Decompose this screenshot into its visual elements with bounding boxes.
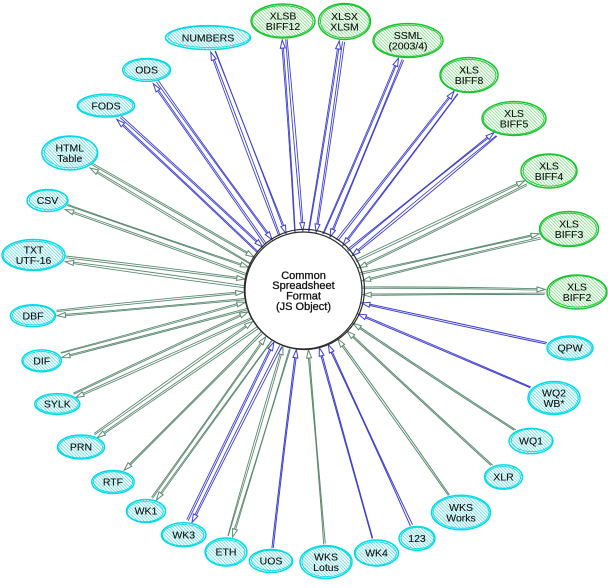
svg-text:SSML: SSML bbox=[394, 30, 423, 42]
svg-text:Format: Format bbox=[286, 291, 321, 303]
svg-text:CSV: CSV bbox=[37, 195, 59, 207]
svg-text:ODS: ODS bbox=[135, 65, 158, 77]
svg-text:XLSM: XLSM bbox=[330, 22, 359, 34]
svg-text:XLSX: XLSX bbox=[331, 11, 358, 23]
svg-text:BIFF4: BIFF4 bbox=[535, 171, 564, 183]
svg-text:ETH: ETH bbox=[216, 547, 237, 559]
svg-text:FODS: FODS bbox=[91, 100, 120, 112]
svg-text:QPW: QPW bbox=[557, 343, 582, 355]
svg-text:123: 123 bbox=[408, 533, 426, 545]
svg-text:SYLK: SYLK bbox=[44, 399, 71, 411]
svg-text:(JS Object): (JS Object) bbox=[276, 301, 331, 313]
svg-text:UTF-16: UTF-16 bbox=[16, 255, 52, 267]
svg-text:BIFF12: BIFF12 bbox=[266, 21, 301, 33]
svg-text:BIFF8: BIFF8 bbox=[455, 75, 484, 87]
svg-text:WQ1: WQ1 bbox=[519, 436, 543, 448]
svg-text:BIFF2: BIFF2 bbox=[563, 292, 592, 304]
svg-text:Works: Works bbox=[446, 513, 476, 525]
svg-text:WQ2: WQ2 bbox=[542, 387, 566, 399]
svg-text:Lotus: Lotus bbox=[313, 562, 339, 574]
svg-text:Common: Common bbox=[281, 270, 326, 282]
svg-text:WKS: WKS bbox=[314, 551, 338, 563]
svg-text:PRN: PRN bbox=[70, 442, 92, 454]
svg-text:DIF: DIF bbox=[33, 356, 50, 368]
svg-text:WB*: WB* bbox=[544, 398, 565, 410]
svg-text:RTF: RTF bbox=[103, 477, 123, 489]
svg-text:Spreadsheet: Spreadsheet bbox=[272, 280, 334, 292]
svg-text:XLR: XLR bbox=[493, 472, 514, 484]
svg-text:WK3: WK3 bbox=[172, 529, 195, 541]
svg-text:(2003/4): (2003/4) bbox=[388, 41, 427, 53]
svg-text:XLS: XLS bbox=[459, 64, 479, 76]
svg-text:BIFF3: BIFF3 bbox=[555, 229, 584, 241]
svg-text:XLS: XLS bbox=[504, 108, 524, 120]
svg-text:NUMBERS: NUMBERS bbox=[182, 32, 235, 44]
svg-text:WK1: WK1 bbox=[135, 506, 158, 518]
svg-text:WK4: WK4 bbox=[365, 548, 388, 560]
svg-text:XLS: XLS bbox=[567, 281, 587, 293]
svg-text:Table: Table bbox=[57, 153, 82, 165]
svg-text:DBF: DBF bbox=[23, 310, 44, 322]
svg-text:HTML: HTML bbox=[56, 142, 85, 154]
svg-text:XLS: XLS bbox=[539, 160, 559, 172]
svg-text:TXT: TXT bbox=[24, 244, 44, 256]
svg-text:XLSB: XLSB bbox=[270, 10, 297, 22]
svg-text:UOS: UOS bbox=[260, 556, 283, 568]
svg-text:XLS: XLS bbox=[559, 218, 579, 230]
svg-text:WKS: WKS bbox=[449, 502, 473, 514]
svg-text:BIFF5: BIFF5 bbox=[500, 119, 529, 131]
